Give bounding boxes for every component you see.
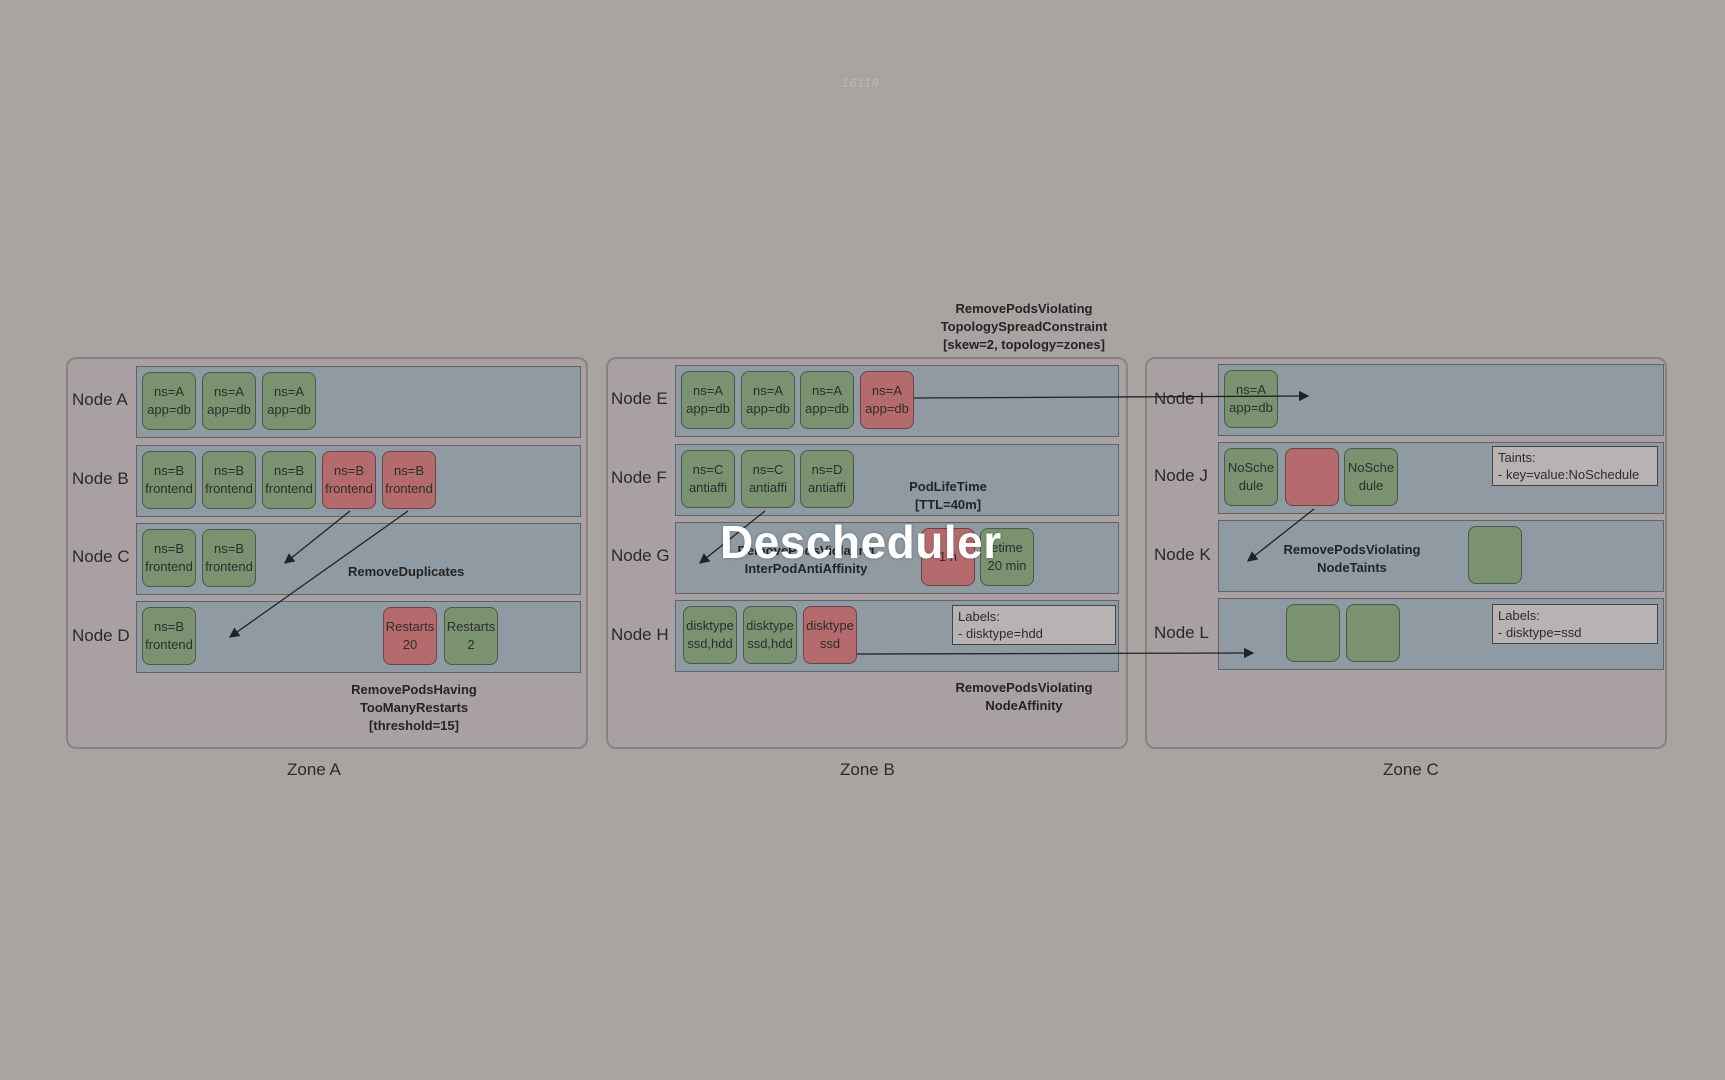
zone-c-label: Zone C [1383, 760, 1439, 779]
arrow-b4-to-c [283, 510, 351, 564]
pod-j2 [1285, 448, 1339, 506]
caption-too-many-restarts: RemovePodsHaving TooManyRestarts [thresh… [351, 682, 477, 733]
zone-a-label: Zone A [287, 760, 341, 779]
node-k-row [1218, 520, 1664, 592]
node-c-label: Node C [72, 547, 130, 566]
node-e-label: Node E [611, 389, 668, 408]
node-f-label: Node F [611, 468, 667, 487]
node-a-label: Node A [72, 390, 128, 409]
node-i-row [1218, 364, 1664, 436]
node-k-label: Node K [1154, 545, 1211, 564]
node-g-row [675, 522, 1119, 594]
node-l-labels-box: Labels:- disktype=ssd [1492, 604, 1658, 644]
arrow-e4-to-i [913, 390, 1310, 402]
arrow-f-to-g [698, 510, 766, 564]
zone-b-label: Zone B [840, 760, 895, 779]
watermark: 16118 [842, 76, 880, 90]
caption-topology-spread: RemovePodsViolating TopologySpreadConstr… [940, 301, 1108, 352]
node-j-taints-box: Taints:- key=value:NoSchedule [1492, 446, 1658, 486]
node-b-label: Node B [72, 469, 129, 488]
caption-remove-duplicates: RemoveDuplicates [348, 564, 465, 579]
descheduler-title: Descheduler [720, 516, 1002, 568]
pod-g1: 1 h [921, 528, 975, 586]
node-d-label: Node D [72, 626, 130, 645]
node-h-labels-box: Labels:- disktype=hdd [952, 605, 1116, 645]
node-g-label: Node G [611, 546, 670, 565]
arrow-h3-to-l [856, 647, 1255, 659]
caption-pod-lifetime: PodLifeTime [TTL=40m] [909, 479, 987, 512]
node-h-label: Node H [611, 625, 669, 644]
caption-inter-pod-anti-affinity: RemovePodsViolating InterPodAntiAffinity [737, 543, 875, 576]
arrow-b5-to-d [228, 510, 409, 638]
pod-k1 [1468, 526, 1522, 584]
caption-node-affinity: RemovePodsViolating NodeAffinity [955, 680, 1093, 713]
arrow-j2-to-k [1246, 508, 1315, 562]
node-l-label: Node L [1154, 623, 1209, 642]
caption-node-taints: RemovePodsViolating NodeTaints [1283, 542, 1421, 575]
node-j-label: Node J [1154, 466, 1208, 485]
pod-l1 [1286, 604, 1340, 662]
node-i-label: Node I [1154, 389, 1205, 408]
node-d-row [136, 601, 581, 673]
pod-l2 [1346, 604, 1400, 662]
